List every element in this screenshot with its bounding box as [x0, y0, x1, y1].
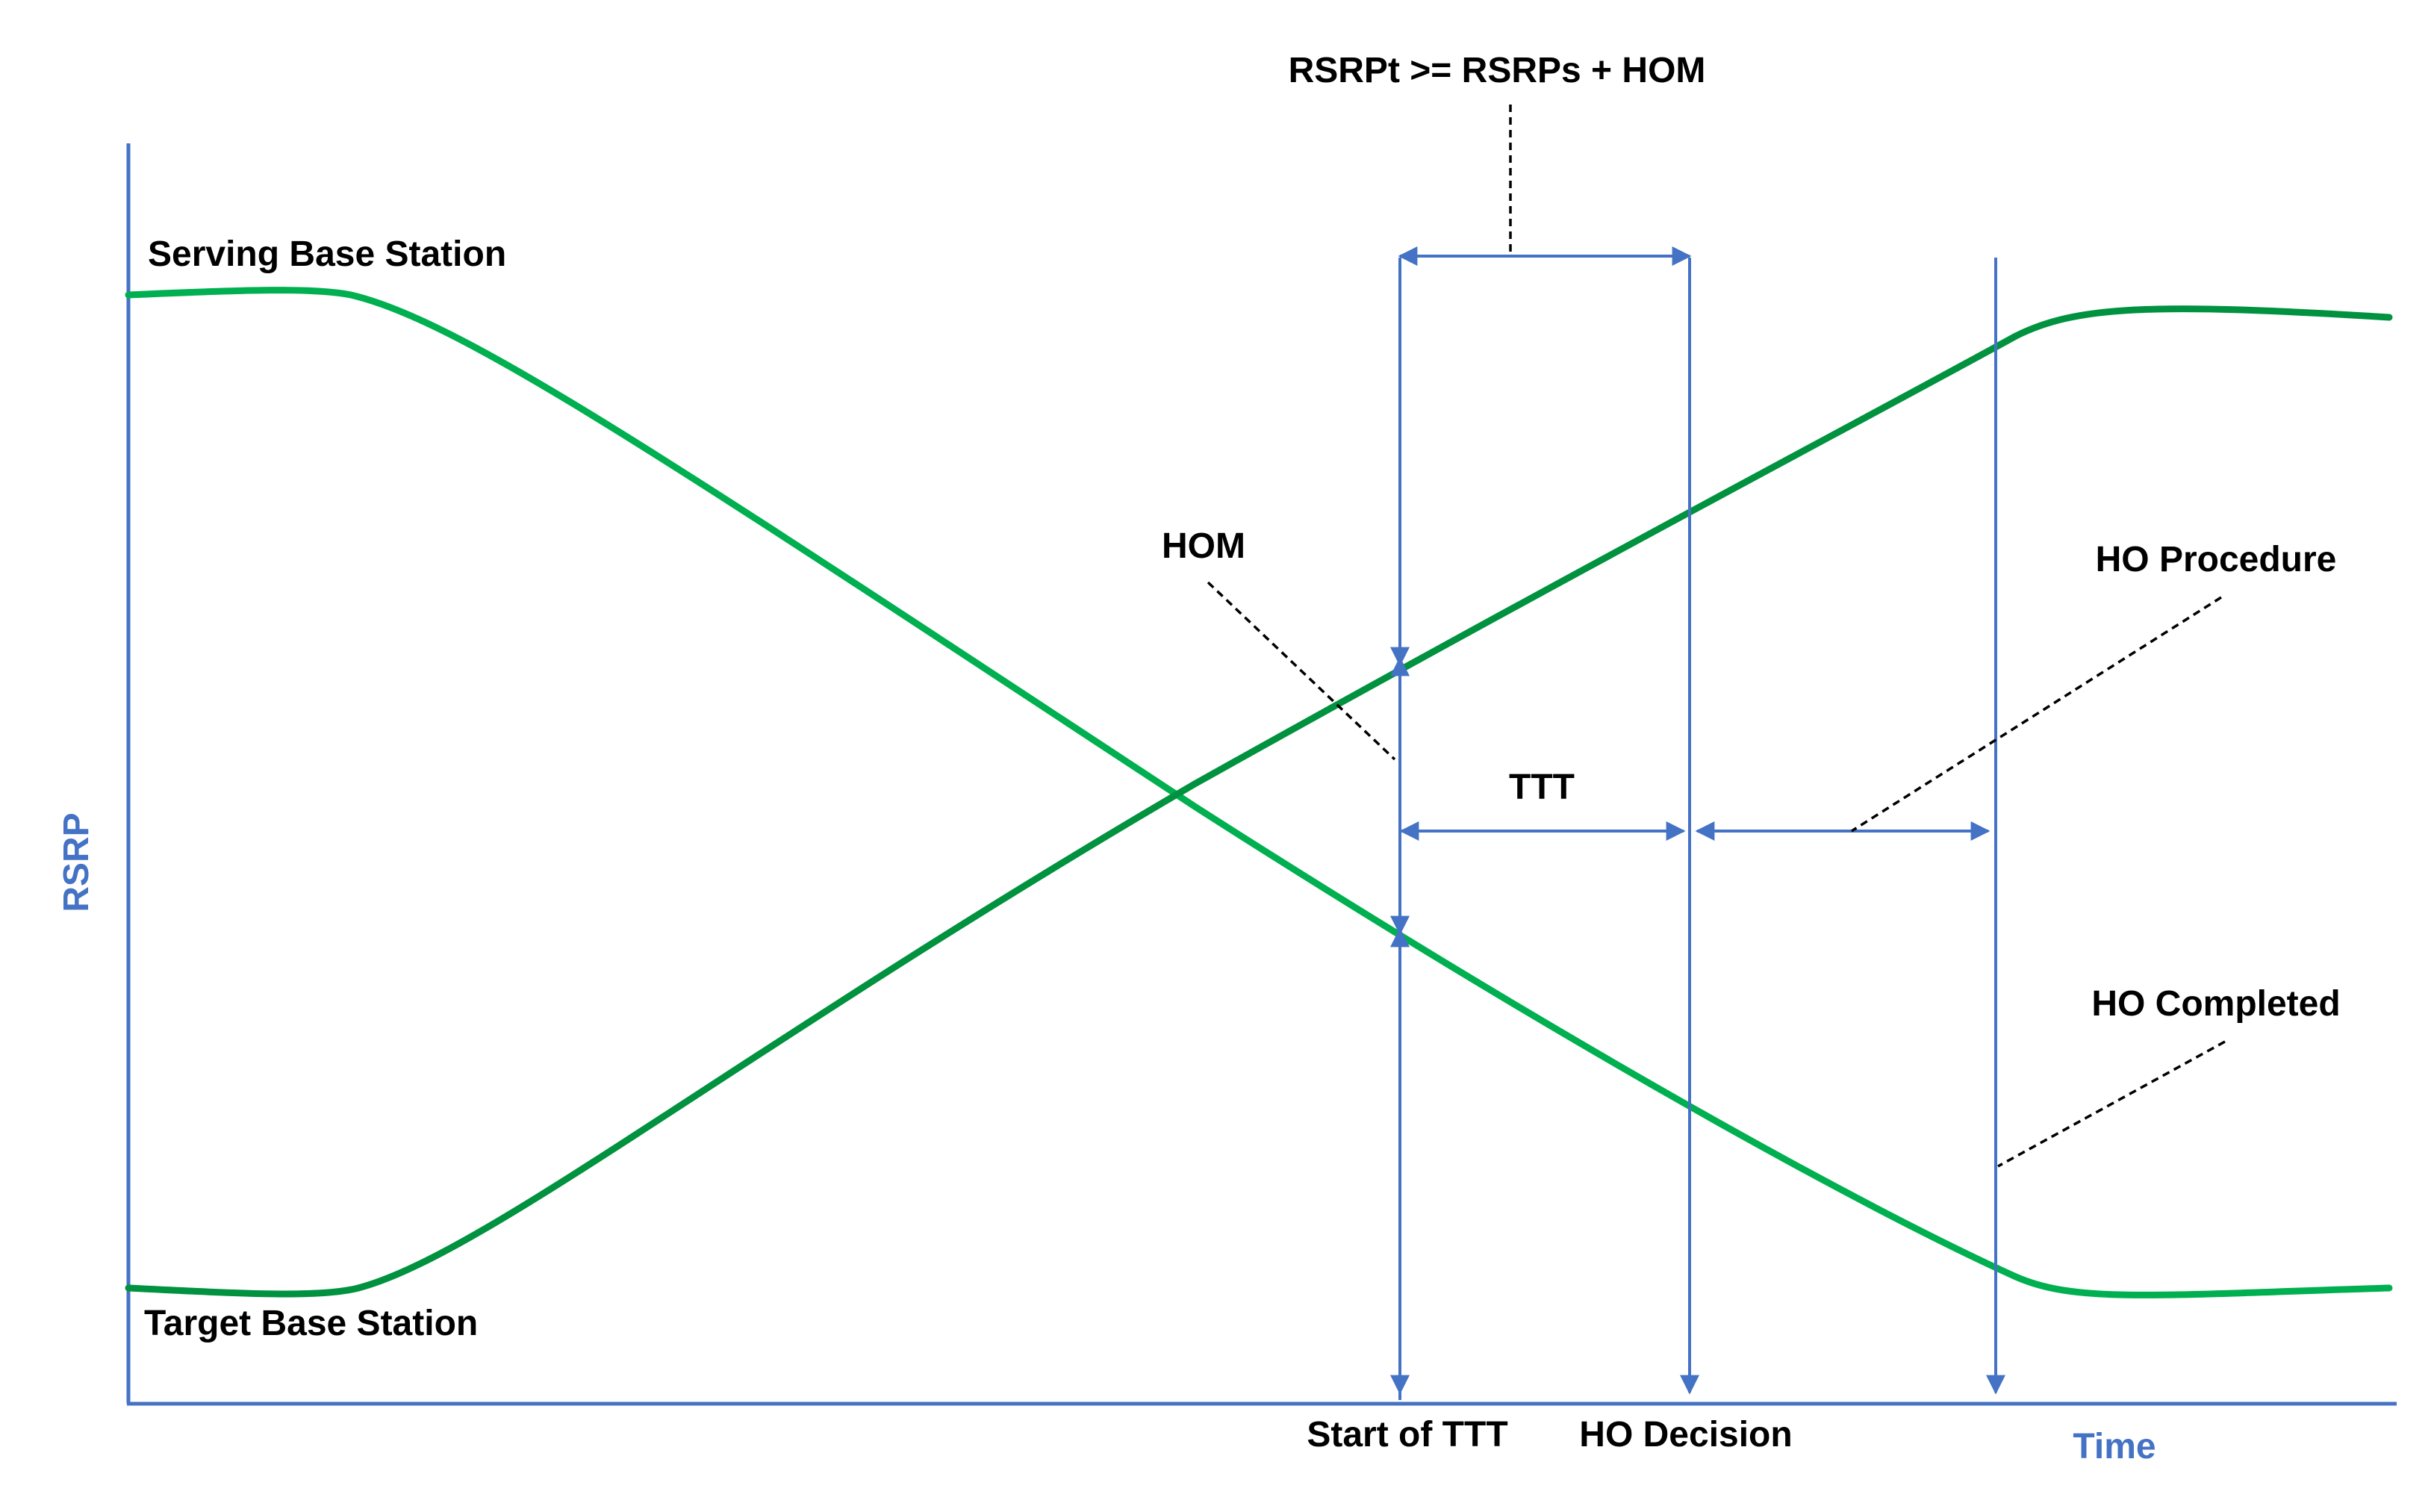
leader-lines: [1207, 105, 2226, 1168]
axes: [126, 143, 2397, 1406]
condition-label: RSRPt >= RSRPs + HOM: [1289, 51, 1706, 90]
serving-base-station-curve: [125, 287, 2393, 1298]
serving-base-station-label: Serving Base Station: [148, 234, 506, 274]
hom-leader: [1207, 581, 1396, 761]
y-axis-label: RSRP: [57, 812, 96, 912]
ho-completed-label: HO Completed: [2091, 984, 2340, 1024]
ho-decision-label: HO Decision: [1579, 1415, 1792, 1455]
target-base-station-label: Target Base Station: [144, 1304, 478, 1343]
hom-label: HOM: [1162, 526, 1245, 566]
ho-procedure-leader: [1851, 596, 2222, 833]
ho-procedure-label: HO Procedure: [2096, 540, 2337, 579]
ttt-label: TTT: [1509, 768, 1575, 807]
start-ttt-label: Start of TTT: [1307, 1415, 1507, 1455]
x-axis-label: Time: [2073, 1427, 2156, 1466]
target-base-station-curve: [125, 305, 2393, 1298]
ho-completed-leader: [1997, 1040, 2226, 1168]
